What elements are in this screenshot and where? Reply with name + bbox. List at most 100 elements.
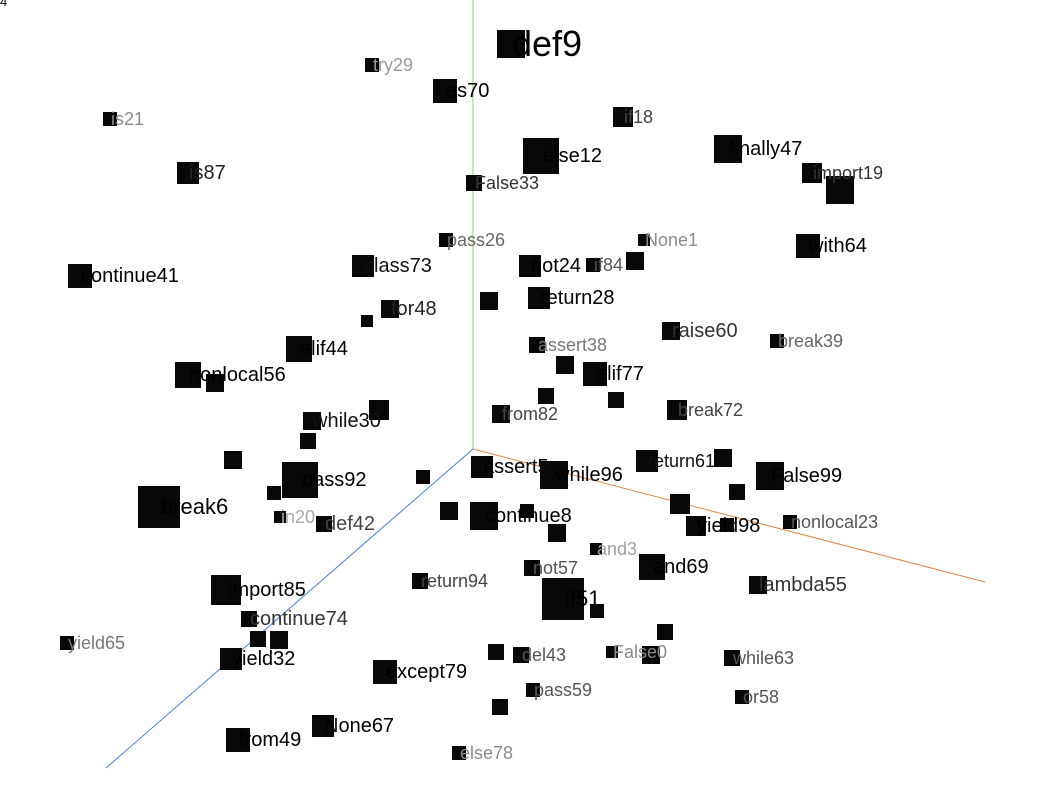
point-label: assert5 bbox=[483, 456, 549, 478]
point-marker[interactable] bbox=[526, 683, 540, 697]
point-marker[interactable] bbox=[381, 300, 399, 318]
extra-point-marker bbox=[300, 433, 316, 449]
point-marker[interactable] bbox=[466, 175, 482, 191]
point-marker[interactable] bbox=[583, 362, 607, 386]
point-label: return94 bbox=[421, 571, 489, 591]
point-marker[interactable] bbox=[796, 234, 820, 258]
point-marker[interactable] bbox=[452, 746, 466, 760]
point-marker[interactable] bbox=[528, 287, 550, 309]
point-marker[interactable] bbox=[639, 554, 665, 580]
extra-point-marker bbox=[520, 504, 534, 518]
point-marker[interactable] bbox=[770, 334, 784, 348]
point-marker[interactable] bbox=[749, 576, 767, 594]
point-marker[interactable] bbox=[433, 79, 457, 103]
extra-point-marker bbox=[548, 524, 566, 542]
point-label: and69 bbox=[653, 556, 709, 578]
point-marker[interactable] bbox=[175, 362, 201, 388]
point-label: pass26 bbox=[447, 230, 506, 250]
point-marker[interactable] bbox=[365, 58, 379, 72]
point-label: break72 bbox=[678, 400, 744, 420]
point-marker[interactable] bbox=[686, 516, 706, 536]
point-marker[interactable] bbox=[68, 264, 92, 288]
point-marker[interactable] bbox=[60, 636, 74, 650]
point-marker[interactable] bbox=[282, 462, 318, 498]
point-marker[interactable] bbox=[524, 560, 540, 576]
point-marker[interactable] bbox=[274, 511, 286, 523]
extra-point-marker bbox=[369, 400, 389, 420]
point-label: pass92 bbox=[302, 469, 367, 491]
point-marker[interactable] bbox=[138, 486, 180, 528]
point-marker[interactable] bbox=[735, 690, 749, 704]
point-marker[interactable] bbox=[783, 515, 797, 529]
extra-point-marker bbox=[206, 374, 224, 392]
point-marker[interactable] bbox=[606, 646, 618, 658]
point-marker[interactable] bbox=[177, 162, 199, 184]
point-label: continue8 bbox=[485, 505, 572, 527]
point-marker[interactable] bbox=[613, 107, 633, 127]
point-label: not24 bbox=[531, 255, 582, 277]
point-marker[interactable] bbox=[519, 255, 541, 277]
point-label: None67 bbox=[324, 715, 395, 737]
point-label: pass59 bbox=[534, 680, 593, 700]
point-marker[interactable] bbox=[667, 400, 687, 420]
point-marker[interactable] bbox=[756, 462, 784, 490]
point-label: finally47 bbox=[729, 138, 803, 160]
point-marker[interactable] bbox=[103, 112, 117, 126]
point-label: try29 bbox=[373, 55, 414, 75]
extra-point-marker bbox=[480, 292, 498, 310]
point-marker[interactable] bbox=[586, 258, 600, 272]
point-label: if84 bbox=[594, 255, 624, 275]
point-marker[interactable] bbox=[470, 502, 498, 530]
point-label: else12 bbox=[543, 145, 602, 167]
point-marker[interactable] bbox=[523, 138, 559, 174]
point-marker[interactable] bbox=[802, 163, 822, 183]
point-marker[interactable] bbox=[714, 135, 742, 163]
point-label: return28 bbox=[540, 287, 615, 309]
point-marker[interactable] bbox=[492, 405, 510, 423]
point-marker[interactable] bbox=[220, 648, 242, 670]
point-label: in20 bbox=[281, 507, 316, 527]
point-label: False0 bbox=[613, 642, 668, 662]
point-label: import19 bbox=[813, 163, 884, 183]
z-axis-line bbox=[105, 448, 474, 769]
extra-point-marker bbox=[729, 484, 745, 500]
point-marker[interactable] bbox=[662, 322, 680, 340]
point-marker[interactable] bbox=[439, 233, 453, 247]
point-label: if18 bbox=[624, 107, 654, 127]
point-label: while63 bbox=[733, 648, 795, 668]
point-marker[interactable] bbox=[497, 30, 525, 58]
point-label: and3 bbox=[597, 539, 638, 559]
point-marker[interactable] bbox=[529, 337, 545, 353]
point-label: for48 bbox=[391, 298, 437, 320]
extra-point-marker bbox=[670, 494, 690, 514]
point-marker[interactable] bbox=[412, 573, 428, 589]
extra-point-marker bbox=[714, 449, 732, 467]
extra-point-marker bbox=[250, 631, 266, 647]
point-marker[interactable] bbox=[542, 578, 584, 620]
point-marker[interactable] bbox=[513, 647, 529, 663]
point-label: as70 bbox=[446, 80, 490, 102]
point-marker[interactable] bbox=[226, 728, 250, 752]
extra-point-marker bbox=[224, 451, 242, 469]
point-marker[interactable] bbox=[286, 336, 312, 362]
point-label: while30 bbox=[313, 410, 381, 432]
point-label: elif77 bbox=[596, 363, 644, 385]
point-marker[interactable] bbox=[241, 611, 257, 627]
point-marker[interactable] bbox=[211, 575, 241, 605]
point-marker[interactable] bbox=[303, 412, 321, 430]
point-marker[interactable] bbox=[373, 660, 397, 684]
point-marker[interactable] bbox=[590, 543, 602, 555]
point-label: return61 bbox=[648, 451, 716, 471]
point-marker[interactable] bbox=[471, 456, 493, 478]
point-marker[interactable] bbox=[312, 715, 334, 737]
point-label: from82 bbox=[502, 404, 559, 424]
point-marker[interactable] bbox=[636, 450, 658, 472]
point-marker[interactable] bbox=[638, 234, 650, 246]
point-marker[interactable] bbox=[316, 516, 332, 532]
point-marker[interactable] bbox=[352, 255, 374, 277]
point-label: raise60 bbox=[672, 320, 738, 342]
point-marker[interactable] bbox=[724, 650, 740, 666]
point-label: is21 bbox=[111, 109, 145, 129]
point-marker[interactable] bbox=[540, 461, 568, 489]
